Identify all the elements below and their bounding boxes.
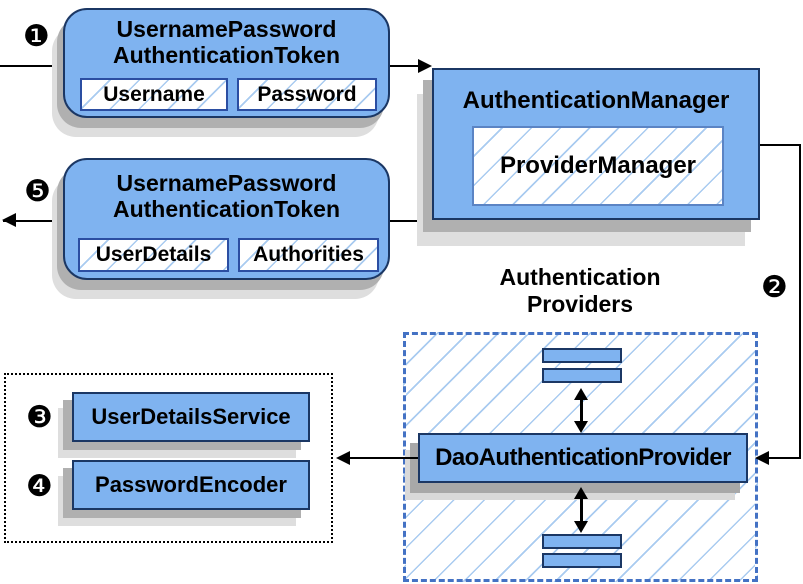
step-5-badge: ❺ bbox=[24, 174, 51, 209]
response-token-title-line1: UsernamePassword bbox=[116, 170, 337, 196]
password-field: Password bbox=[237, 78, 377, 111]
arrowhead-response-out-icon bbox=[2, 213, 16, 227]
provider-placeholder-bar bbox=[542, 348, 622, 363]
double-arrow-lower-down-icon bbox=[574, 521, 588, 533]
double-arrow-lower-up-icon bbox=[574, 487, 588, 499]
authentication-providers-label-line2: Providers bbox=[526, 291, 634, 317]
step-2-badge: ❷ bbox=[761, 270, 788, 305]
arrowhead-into-services-icon bbox=[336, 451, 350, 465]
provider-placeholder-bar bbox=[542, 534, 622, 549]
flow-line-dao-to-services bbox=[349, 457, 418, 459]
provider-manager-box: ProviderManager bbox=[472, 126, 724, 206]
authentication-manager-node: AuthenticationManager ProviderManager bbox=[432, 68, 760, 220]
provider-placeholder-bar bbox=[542, 368, 622, 383]
double-arrow-upper-up-icon bbox=[574, 388, 588, 400]
double-arrow-lower-line bbox=[580, 497, 583, 523]
response-token-node: UsernamePassword AuthenticationToken Use… bbox=[63, 158, 390, 280]
userdetails-field: UserDetails bbox=[78, 238, 229, 272]
flow-line-into-dao bbox=[768, 457, 801, 459]
step-4-badge: ❹ bbox=[26, 469, 53, 504]
flow-line-manager-right bbox=[760, 144, 801, 146]
step-3-badge: ❸ bbox=[26, 400, 53, 435]
user-details-service-node: UserDetailsService bbox=[72, 392, 310, 442]
request-token-title-line2: AuthenticationToken bbox=[112, 42, 340, 68]
double-arrow-upper-line bbox=[580, 398, 583, 424]
request-token-title-line1: UsernamePassword bbox=[116, 16, 337, 42]
arrowhead-into-authentication-manager-icon bbox=[418, 59, 432, 73]
response-token-title-line2: AuthenticationToken bbox=[112, 196, 340, 222]
request-token-node: UsernamePassword AuthenticationToken Use… bbox=[63, 8, 390, 118]
flow-line-right-vertical bbox=[799, 144, 801, 459]
username-field: Username bbox=[80, 78, 228, 111]
authorities-field: Authorities bbox=[238, 238, 379, 272]
dao-authentication-provider-node: DaoAuthenticationProvider bbox=[418, 433, 748, 483]
arrowhead-into-dao-icon bbox=[755, 451, 769, 465]
provider-placeholder-bar bbox=[542, 553, 622, 568]
authentication-providers-label-line1: Authentication bbox=[499, 264, 661, 290]
authentication-manager-title: AuthenticationManager bbox=[462, 87, 730, 114]
authentication-providers-label: Authentication Providers bbox=[430, 264, 730, 318]
password-encoder-node: PasswordEncoder bbox=[72, 460, 310, 510]
step-1-badge: ❶ bbox=[23, 19, 50, 54]
double-arrow-upper-down-icon bbox=[574, 421, 588, 433]
